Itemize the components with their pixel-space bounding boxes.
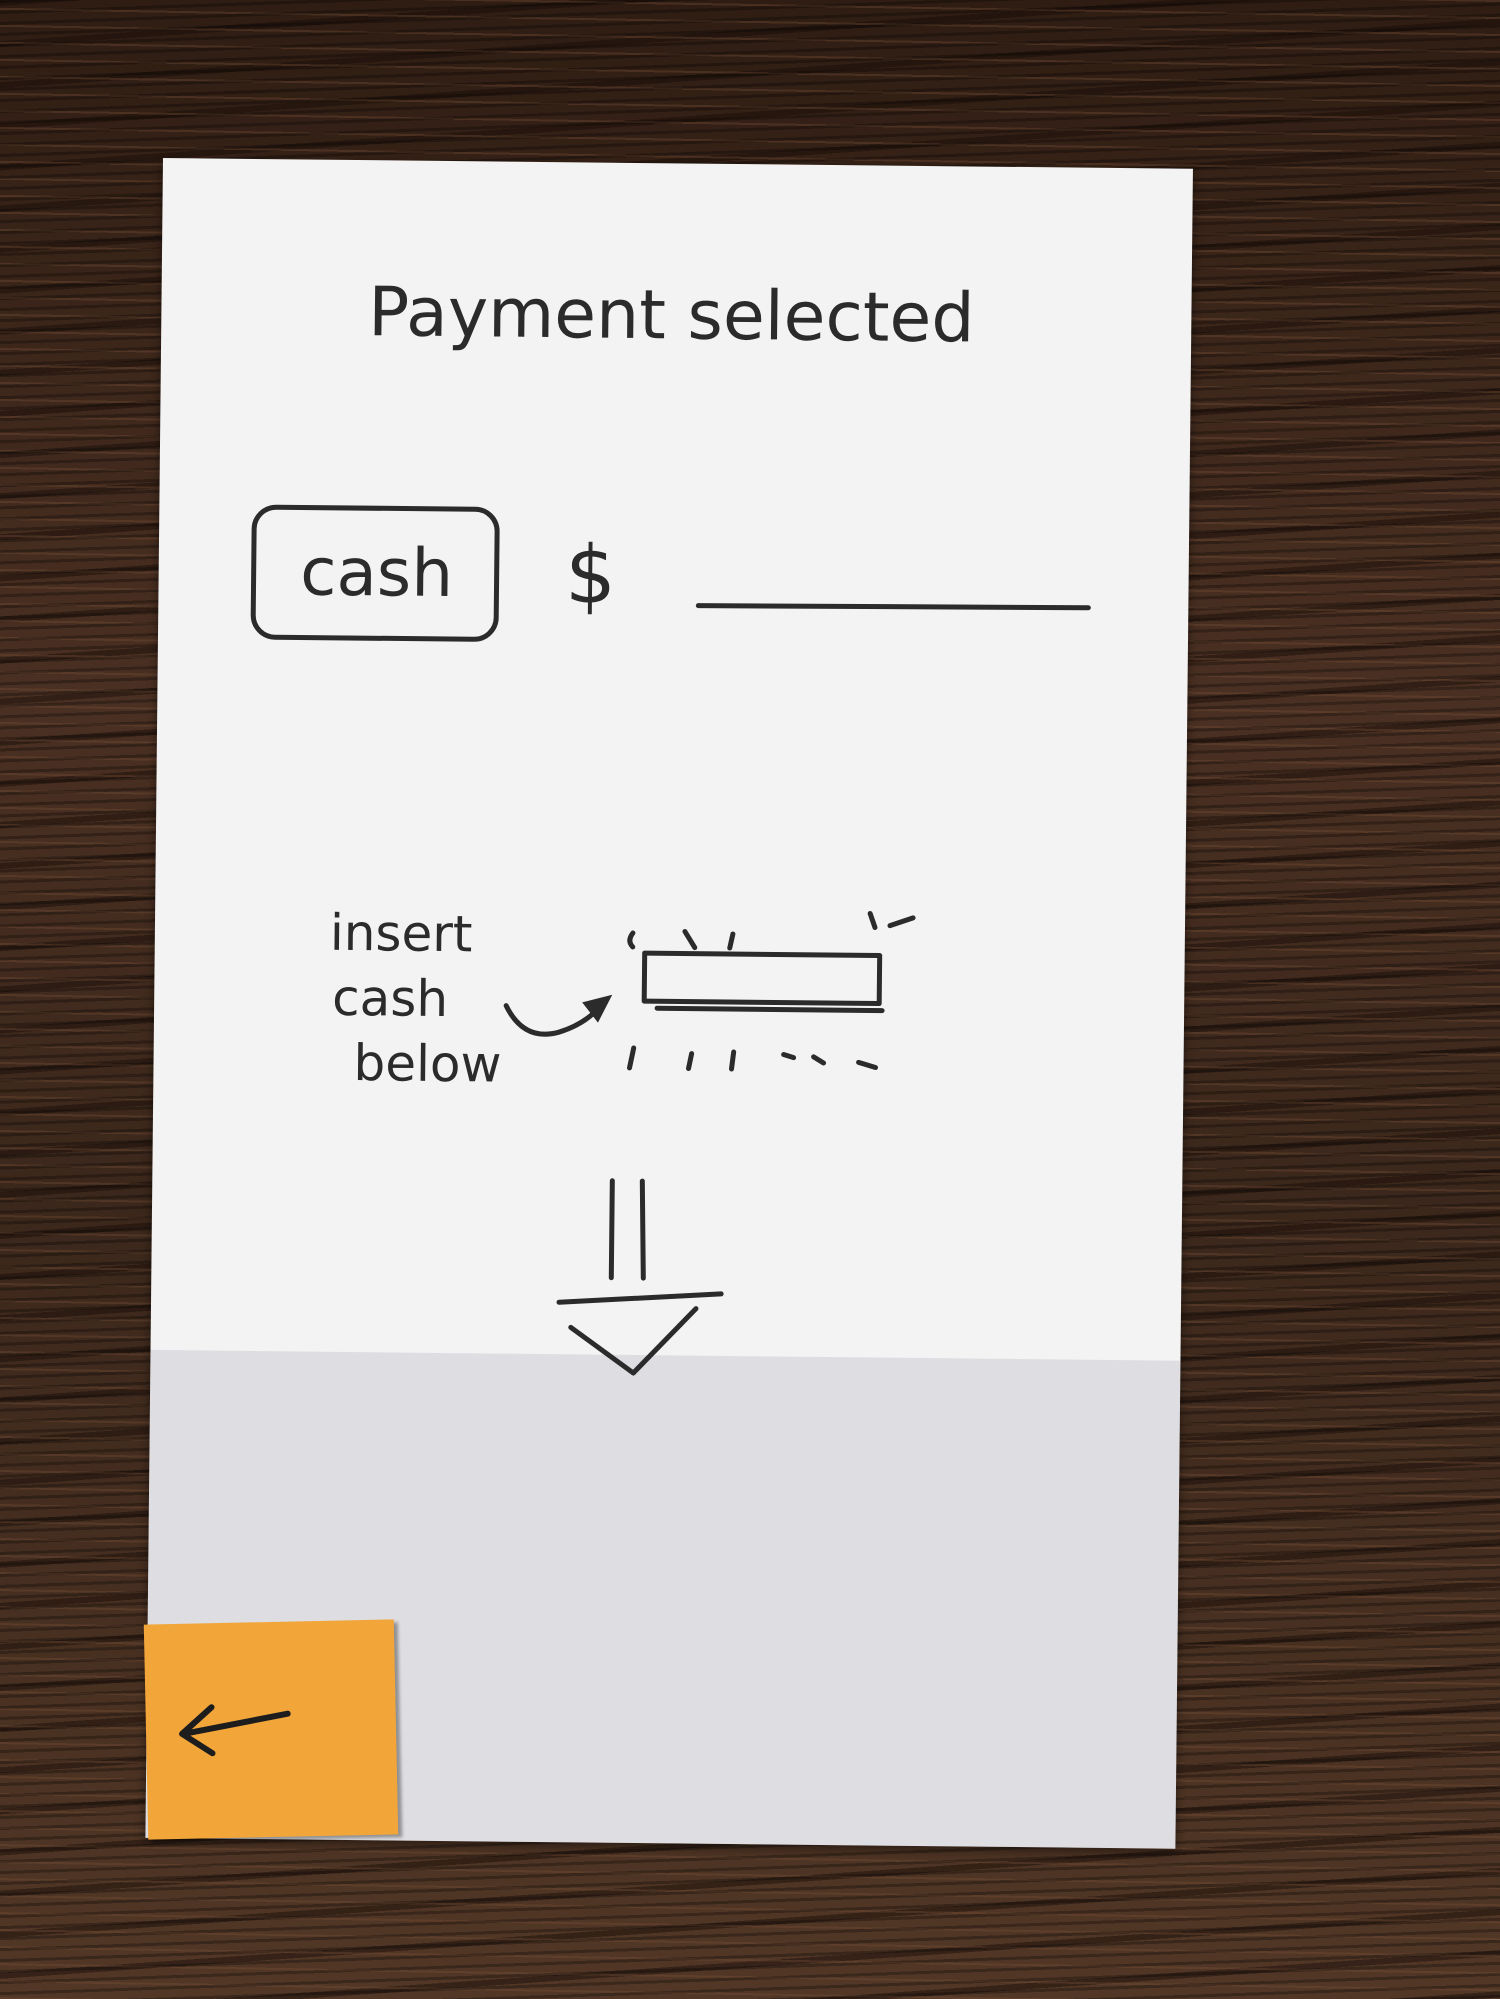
instruction-line-3: below [353,1034,501,1094]
cash-button-label: cash [300,533,454,612]
cash-button[interactable] [253,504,502,645]
back-button[interactable] [143,1619,399,1840]
curved-arrow-icon [503,994,613,1037]
amount-input[interactable] [538,522,1029,627]
down-arrow-icon [556,1178,724,1376]
paper-prototype-screen: Payment selected cash $ insert cash belo… [145,158,1193,1849]
instruction-line-2: cash [332,969,448,1028]
page-title: Payment selected [368,273,975,358]
dollar-sign: $ [565,528,617,622]
cash-button-outline [250,504,500,642]
instruction-line-1: insert [330,904,473,963]
sketch-layer: Payment selected cash $ insert cash belo… [250,273,1091,1376]
amount-underline [695,603,1091,611]
cash-slot-icon [626,910,916,1072]
arrow-left-icon [179,1704,291,1757]
